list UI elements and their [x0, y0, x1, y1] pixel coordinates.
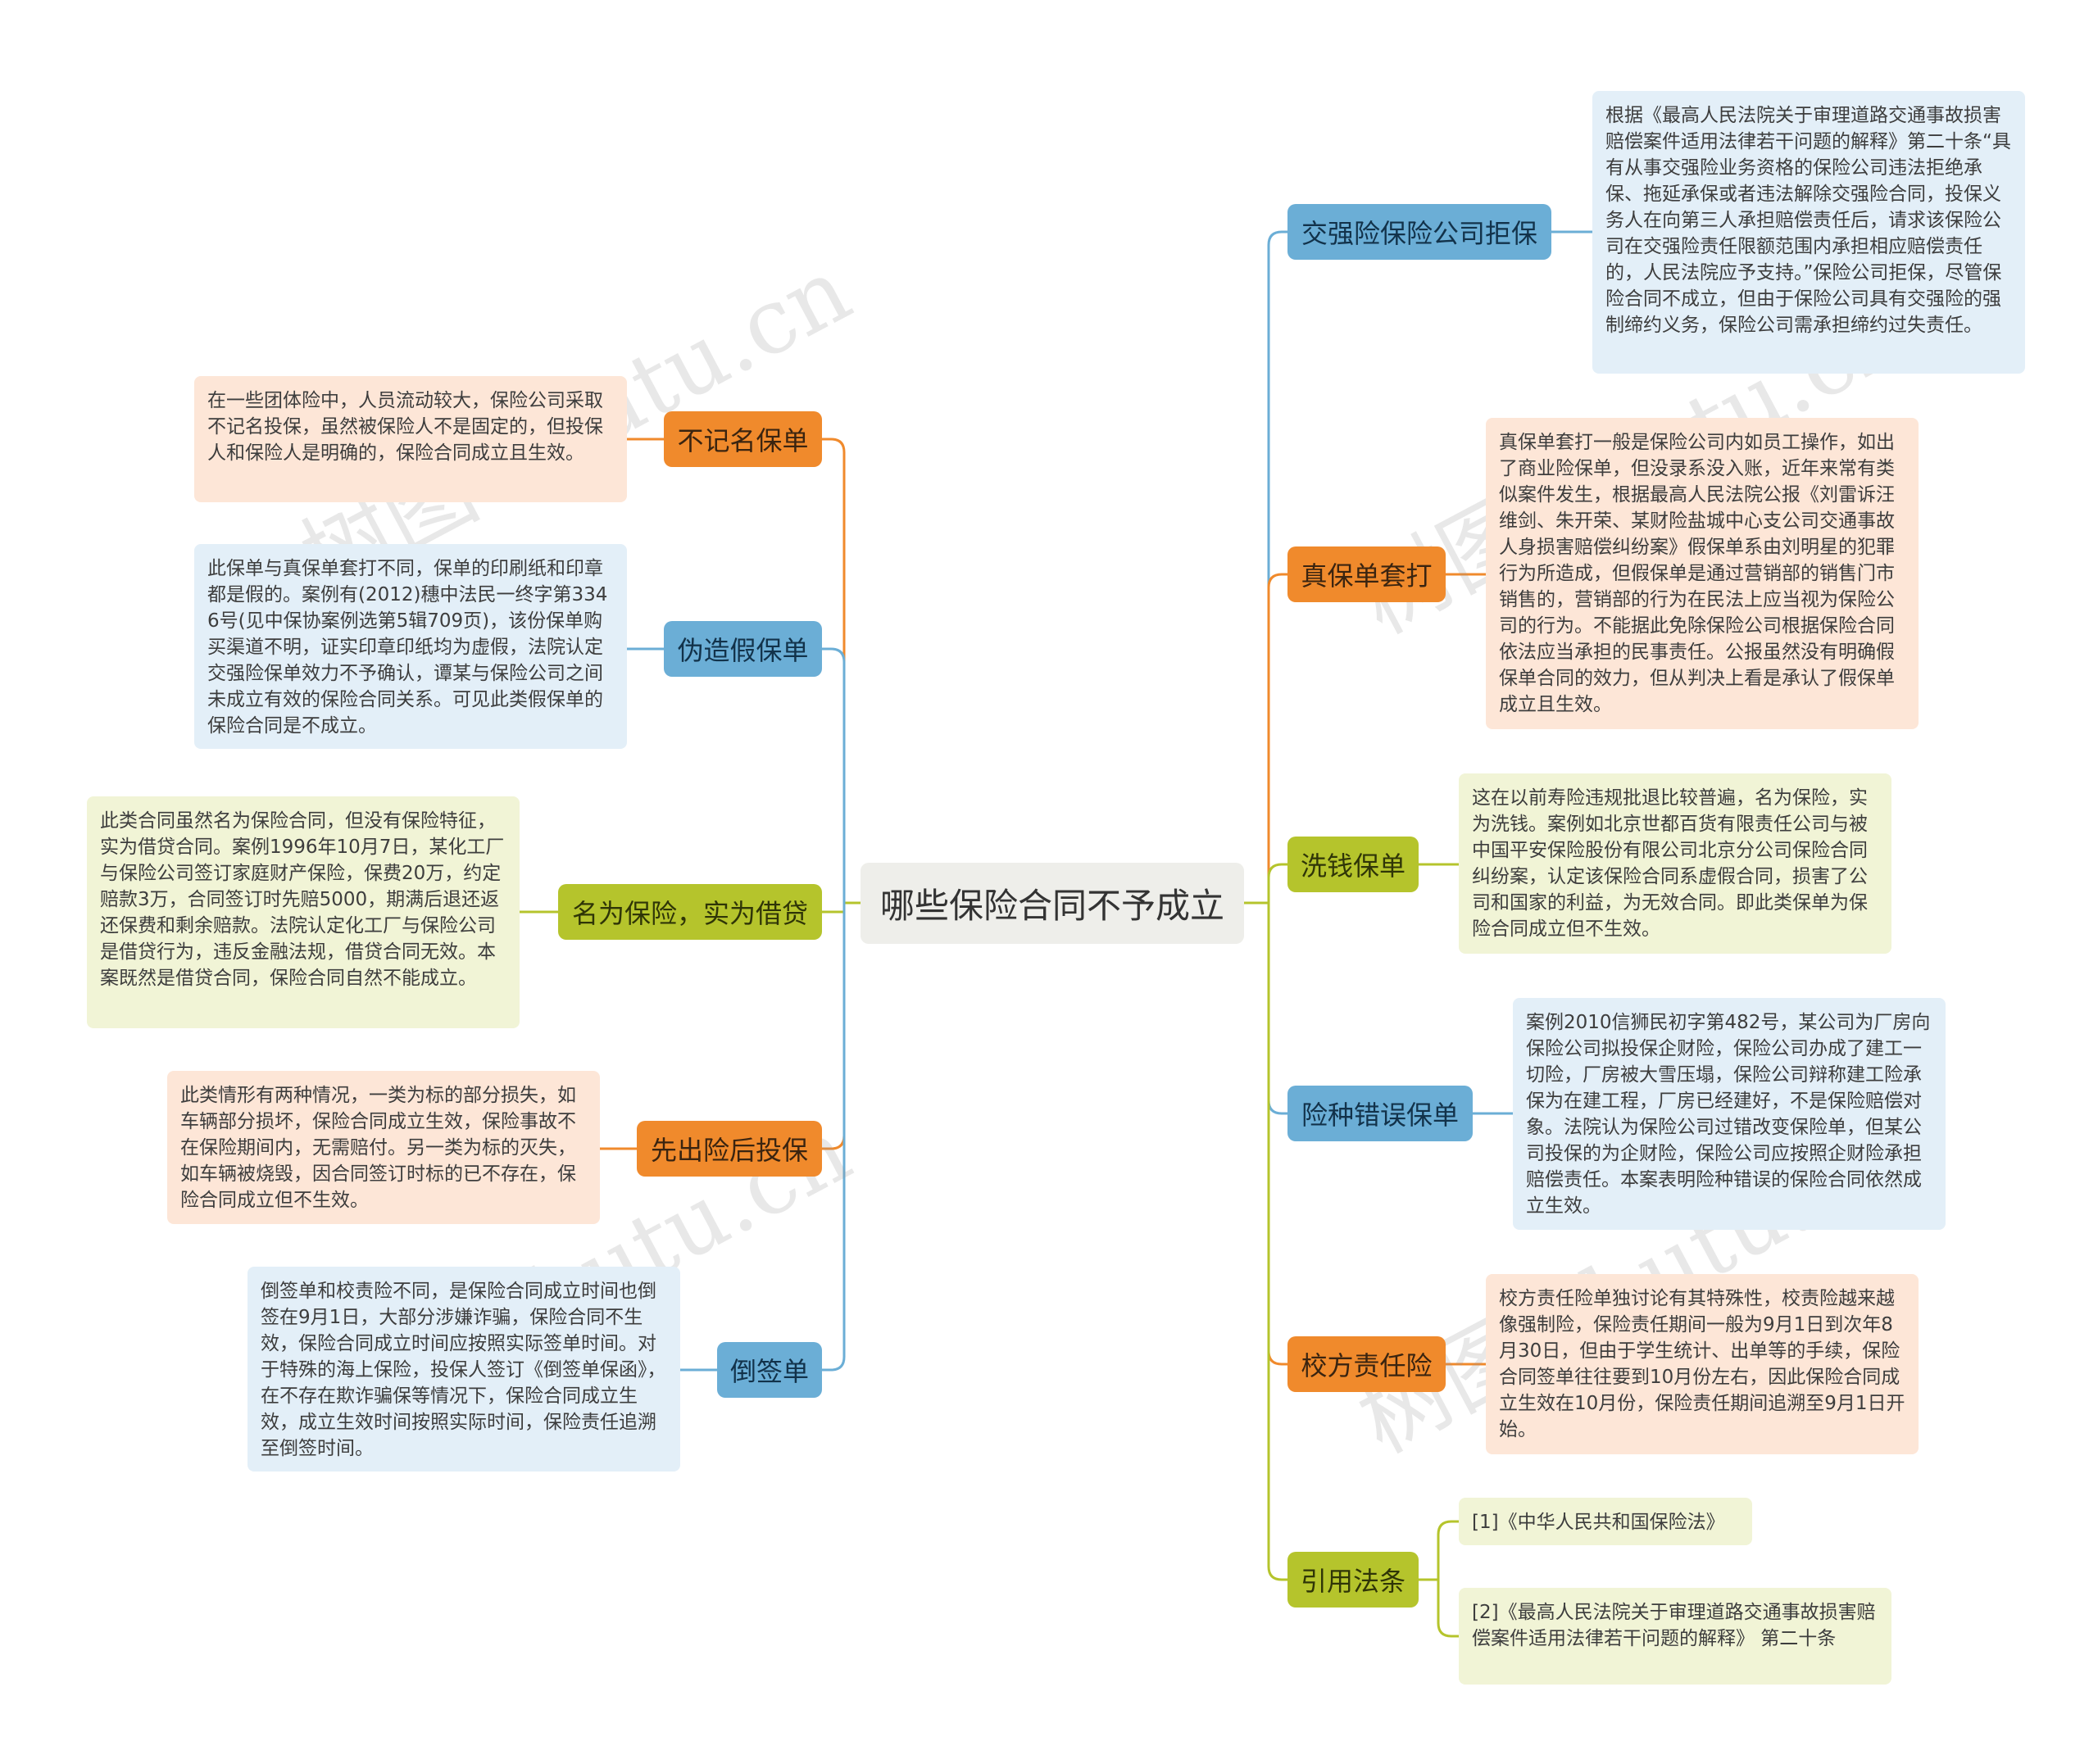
branch-bujiming[interactable]: 不记名保单: [664, 411, 822, 467]
branch-jiedai[interactable]: 名为保险，实为借贷: [558, 884, 822, 940]
branch-weizao[interactable]: 伪造假保单: [664, 621, 822, 677]
branch-xiqian[interactable]: 洗钱保单: [1287, 837, 1419, 892]
note-xianchu: 此类情形有两种情况，一类为标的部分损失，如车辆部分损坏，保险合同成立生效，保险事…: [167, 1071, 600, 1224]
note-jiaoqiangxian: 根据《最高人民法院关于审理道路交通事故损害赔偿案件适用法律若干问题的解释》第二十…: [1592, 91, 2025, 374]
note-connector: [1437, 1580, 1459, 1638]
branch-connector: [822, 438, 846, 903]
branch-connector: [1267, 230, 1287, 903]
branch-connector: [822, 903, 846, 1150]
note-xiqian: 这在以前寿险违规批退比较普遍，名为保险，实为洗钱。案例如北京世都百货有限责任公司…: [1459, 773, 1891, 954]
note-xiaofang: 校方责任险单独讨论有其特殊性，校责险越来越像强制险，保险责任期间一般为9月1日到…: [1486, 1274, 1919, 1454]
note-jiedai: 此类合同虽然名为保险合同，但没有保险特征，实为借贷合同。案例1996年10月7日…: [87, 796, 520, 1028]
note-xianzhong: 案例2010信狮民初字第482号，某公司为厂房向保险公司拟投保企财险，保险公司办…: [1513, 998, 1946, 1230]
note-yinyong-2: [2]《最高人民法院关于审理道路交通事故损害赔偿案件适用法律若干问题的解释》 第…: [1459, 1588, 1891, 1685]
branch-connector: [1267, 573, 1287, 903]
branch-jiaoqiangxian[interactable]: 交强险保险公司拒保: [1287, 204, 1551, 260]
note-yinyong-1: [1]《中华人民共和国保险法》: [1459, 1498, 1752, 1545]
note-bujiming: 在一些团体险中，人员流动较大，保险公司采取不记名投保，虽然被保险人不是固定的，但…: [194, 376, 627, 502]
branch-daoqian[interactable]: 倒签单: [717, 1342, 822, 1398]
note-weizao: 此保单与真保单套打不同，保单的印刷纸和印章都是假的。案例有(2012)穗中法民一…: [194, 544, 627, 749]
branch-yinyong[interactable]: 引用法条: [1287, 1552, 1419, 1608]
branch-connector: [822, 903, 846, 1372]
branch-connector: [822, 647, 846, 903]
branch-xiaofang[interactable]: 校方责任险: [1287, 1336, 1446, 1392]
branch-zhenbaodan[interactable]: 真保单套打: [1287, 546, 1446, 602]
note-connector: [1437, 1520, 1459, 1580]
note-daoqian: 倒签单和校责险不同，是保险合同成立时间也倒签在9月1日，大部分涉嫌诈骗，保险合同…: [247, 1267, 680, 1472]
branch-connector: [1267, 903, 1287, 1115]
branch-connector: [1267, 903, 1287, 1581]
branch-xianchu[interactable]: 先出险后投保: [637, 1121, 822, 1177]
branch-connector: [1267, 863, 1287, 903]
branch-connector: [1267, 903, 1287, 1366]
root-topic[interactable]: 哪些保险合同不予成立: [861, 863, 1244, 944]
note-zhenbaodan: 真保单套打一般是保险公司内如员工操作，如出了商业险保单，但没录系没入账，近年来常…: [1486, 418, 1919, 729]
branch-xianzhong[interactable]: 险种错误保单: [1287, 1086, 1473, 1141]
branch-connector: [822, 903, 846, 914]
